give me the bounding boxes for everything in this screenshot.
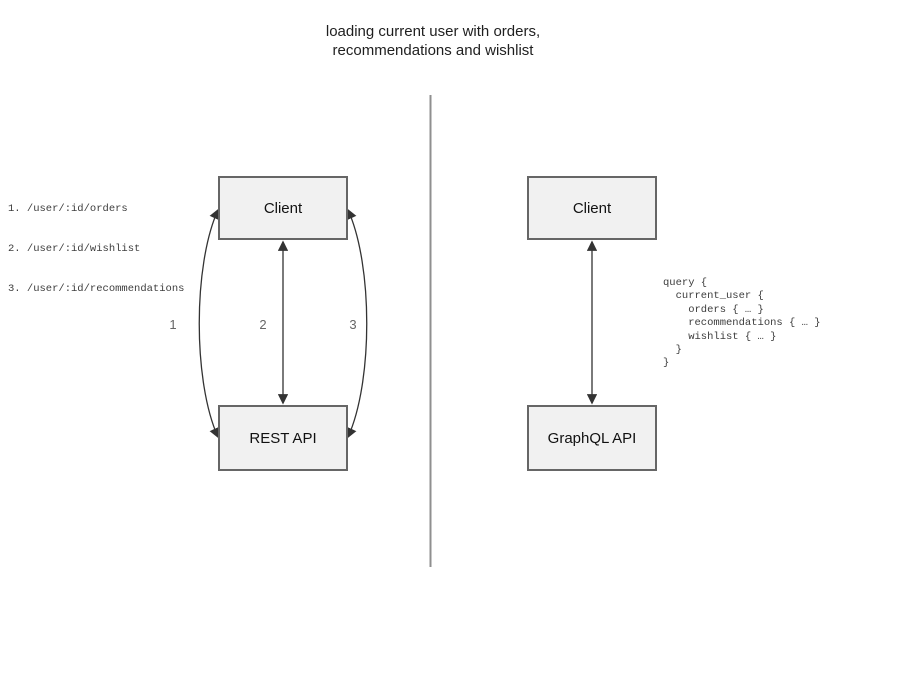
rest-arrow-1-curve	[198, 208, 220, 439]
rest-endpoint-wishlist: 2. /user/:id/wishlist	[8, 243, 141, 256]
client-box-right-label: Client	[572, 199, 612, 217]
client-box-left: Client	[218, 176, 348, 240]
rest-api-box-label: REST API	[249, 429, 317, 447]
client-box-left-label: Client	[263, 199, 303, 217]
graphql-query-code: query { current_user { orders { … } reco…	[663, 277, 821, 370]
rest-endpoints-list: 1. /user/:id/orders 2. /user/:id/wishlis…	[8, 176, 184, 323]
client-box-right: Client	[527, 176, 657, 240]
graphql-api-box-label: GraphQL API	[547, 429, 637, 447]
arrow-label-2: 2	[259, 317, 267, 332]
graphql-api-box: GraphQL API	[527, 405, 657, 471]
rest-endpoint-orders: 1. /user/:id/orders	[8, 202, 128, 215]
arrow-label-3: 3	[349, 317, 357, 332]
rest-endpoint-recommendations: 3. /user/:id/recommendations	[8, 283, 185, 296]
rest-api-box: REST API	[218, 405, 348, 471]
diagram-title: loading current user with orders, recomm…	[325, 23, 541, 59]
arrow-label-1: 1	[169, 317, 177, 332]
rest-arrow-3-curve	[346, 208, 368, 439]
